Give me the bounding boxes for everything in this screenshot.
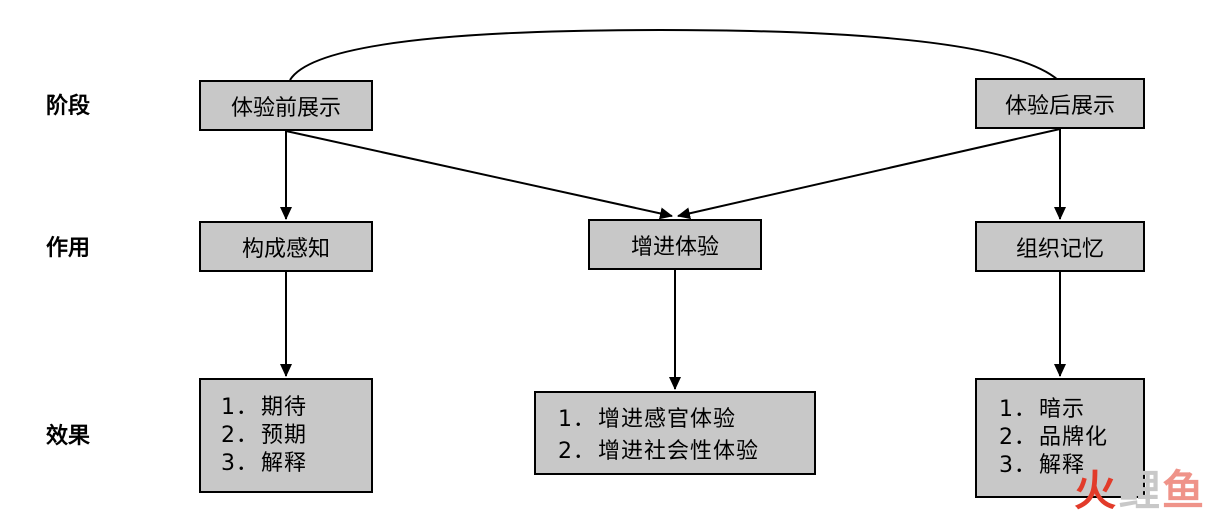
list-item: 3．解释 [221,451,308,476]
box-enhance-experience: 增进体验 [588,219,762,270]
list-item: 2．预期 [221,423,308,448]
box-effect-left: 1．期待 2．预期 3．解释 [199,378,373,493]
box-effect-right: 1．暗示 2．品牌化 3．解释 [975,378,1145,498]
box-before-display: 体验前展示 [199,80,373,131]
arrow-before-to-enhance [285,130,673,220]
arc-after-to-before [289,28,1059,81]
box-perception-label: 构成感知 [241,236,330,262]
list-item: 1．增进感官体验 [558,407,737,432]
list-item: 1．暗示 [999,397,1086,422]
row-label-effect: 效果 [46,424,91,449]
box-organize-memory-label: 组织记忆 [1015,236,1104,262]
list-item: 3．解释 [999,453,1086,478]
list-item: 2．增进社会性体验 [558,439,760,464]
box-organize-memory: 组织记忆 [975,221,1145,272]
box-after-display-label: 体验后展示 [1004,93,1115,119]
box-before-display-label: 体验前展示 [230,95,341,121]
box-perception: 构成感知 [199,221,373,272]
box-enhance-experience-label: 增进体验 [630,234,719,260]
box-effect-center: 1．增进感官体验 2．增进社会性体验 [534,391,816,475]
row-label-function: 作用 [46,236,91,261]
box-after-display: 体验后展示 [975,78,1145,129]
list-item: 2．品牌化 [999,425,1109,450]
arrow-after-to-enhance [677,128,1061,220]
row-label-stage: 阶段 [46,94,91,119]
list-item: 1．期待 [221,395,308,420]
watermark-logo: 火鲤鱼 [1073,466,1206,515]
